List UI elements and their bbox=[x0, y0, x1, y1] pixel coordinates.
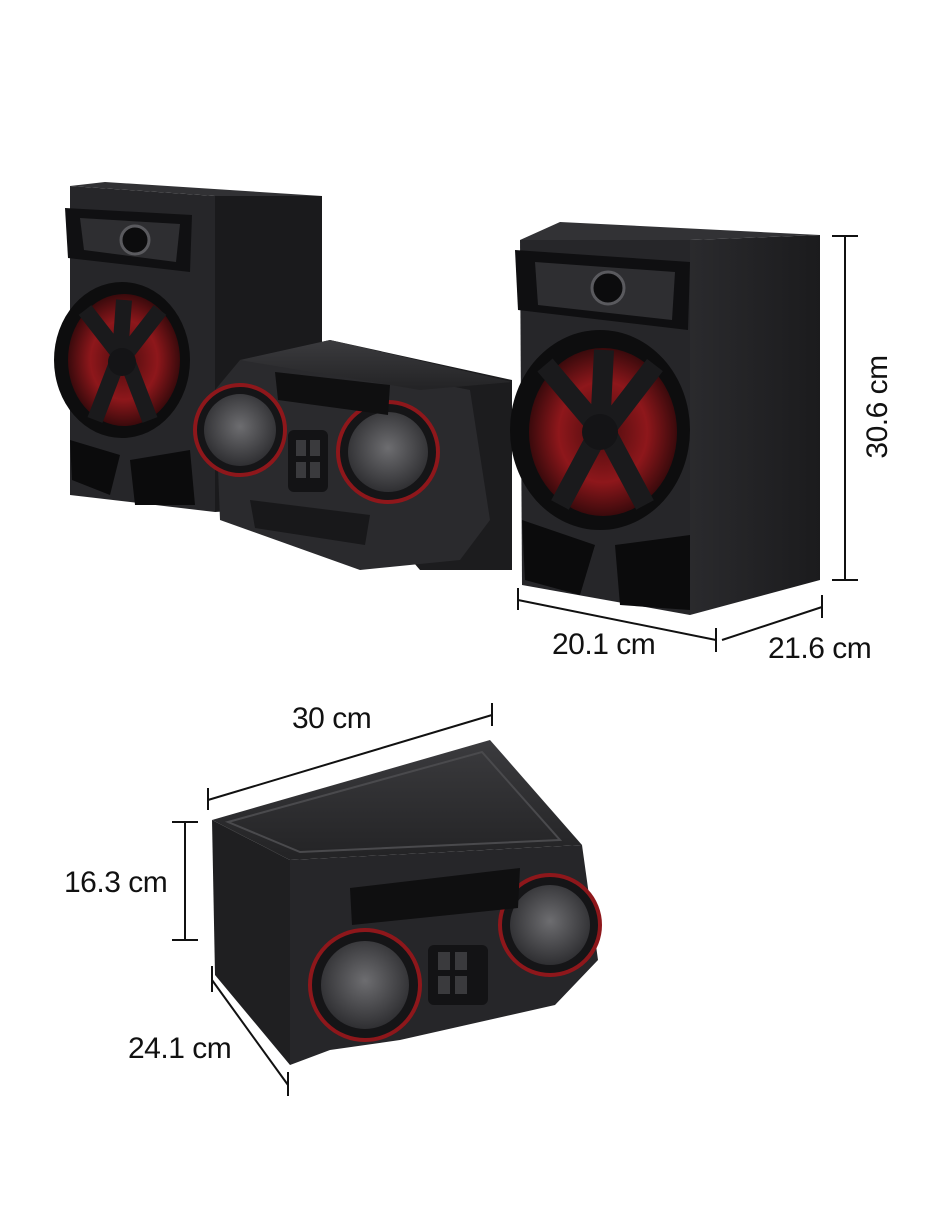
speaker-depth-label: 21.6 cm bbox=[768, 632, 872, 665]
speaker-width-label: 20.1 cm bbox=[552, 628, 656, 661]
unit-height-label: 16.3 cm bbox=[64, 866, 168, 899]
main-unit-front-view bbox=[193, 340, 512, 570]
speaker-height-label: 30.6 cm bbox=[861, 355, 894, 459]
main-unit-three-quarter-view bbox=[212, 740, 602, 1065]
unit-depth-label: 24.1 cm bbox=[128, 1032, 232, 1065]
right-speaker bbox=[510, 222, 820, 615]
dimension-lines bbox=[172, 235, 858, 1096]
unit-width-label: 30 cm bbox=[292, 702, 372, 735]
